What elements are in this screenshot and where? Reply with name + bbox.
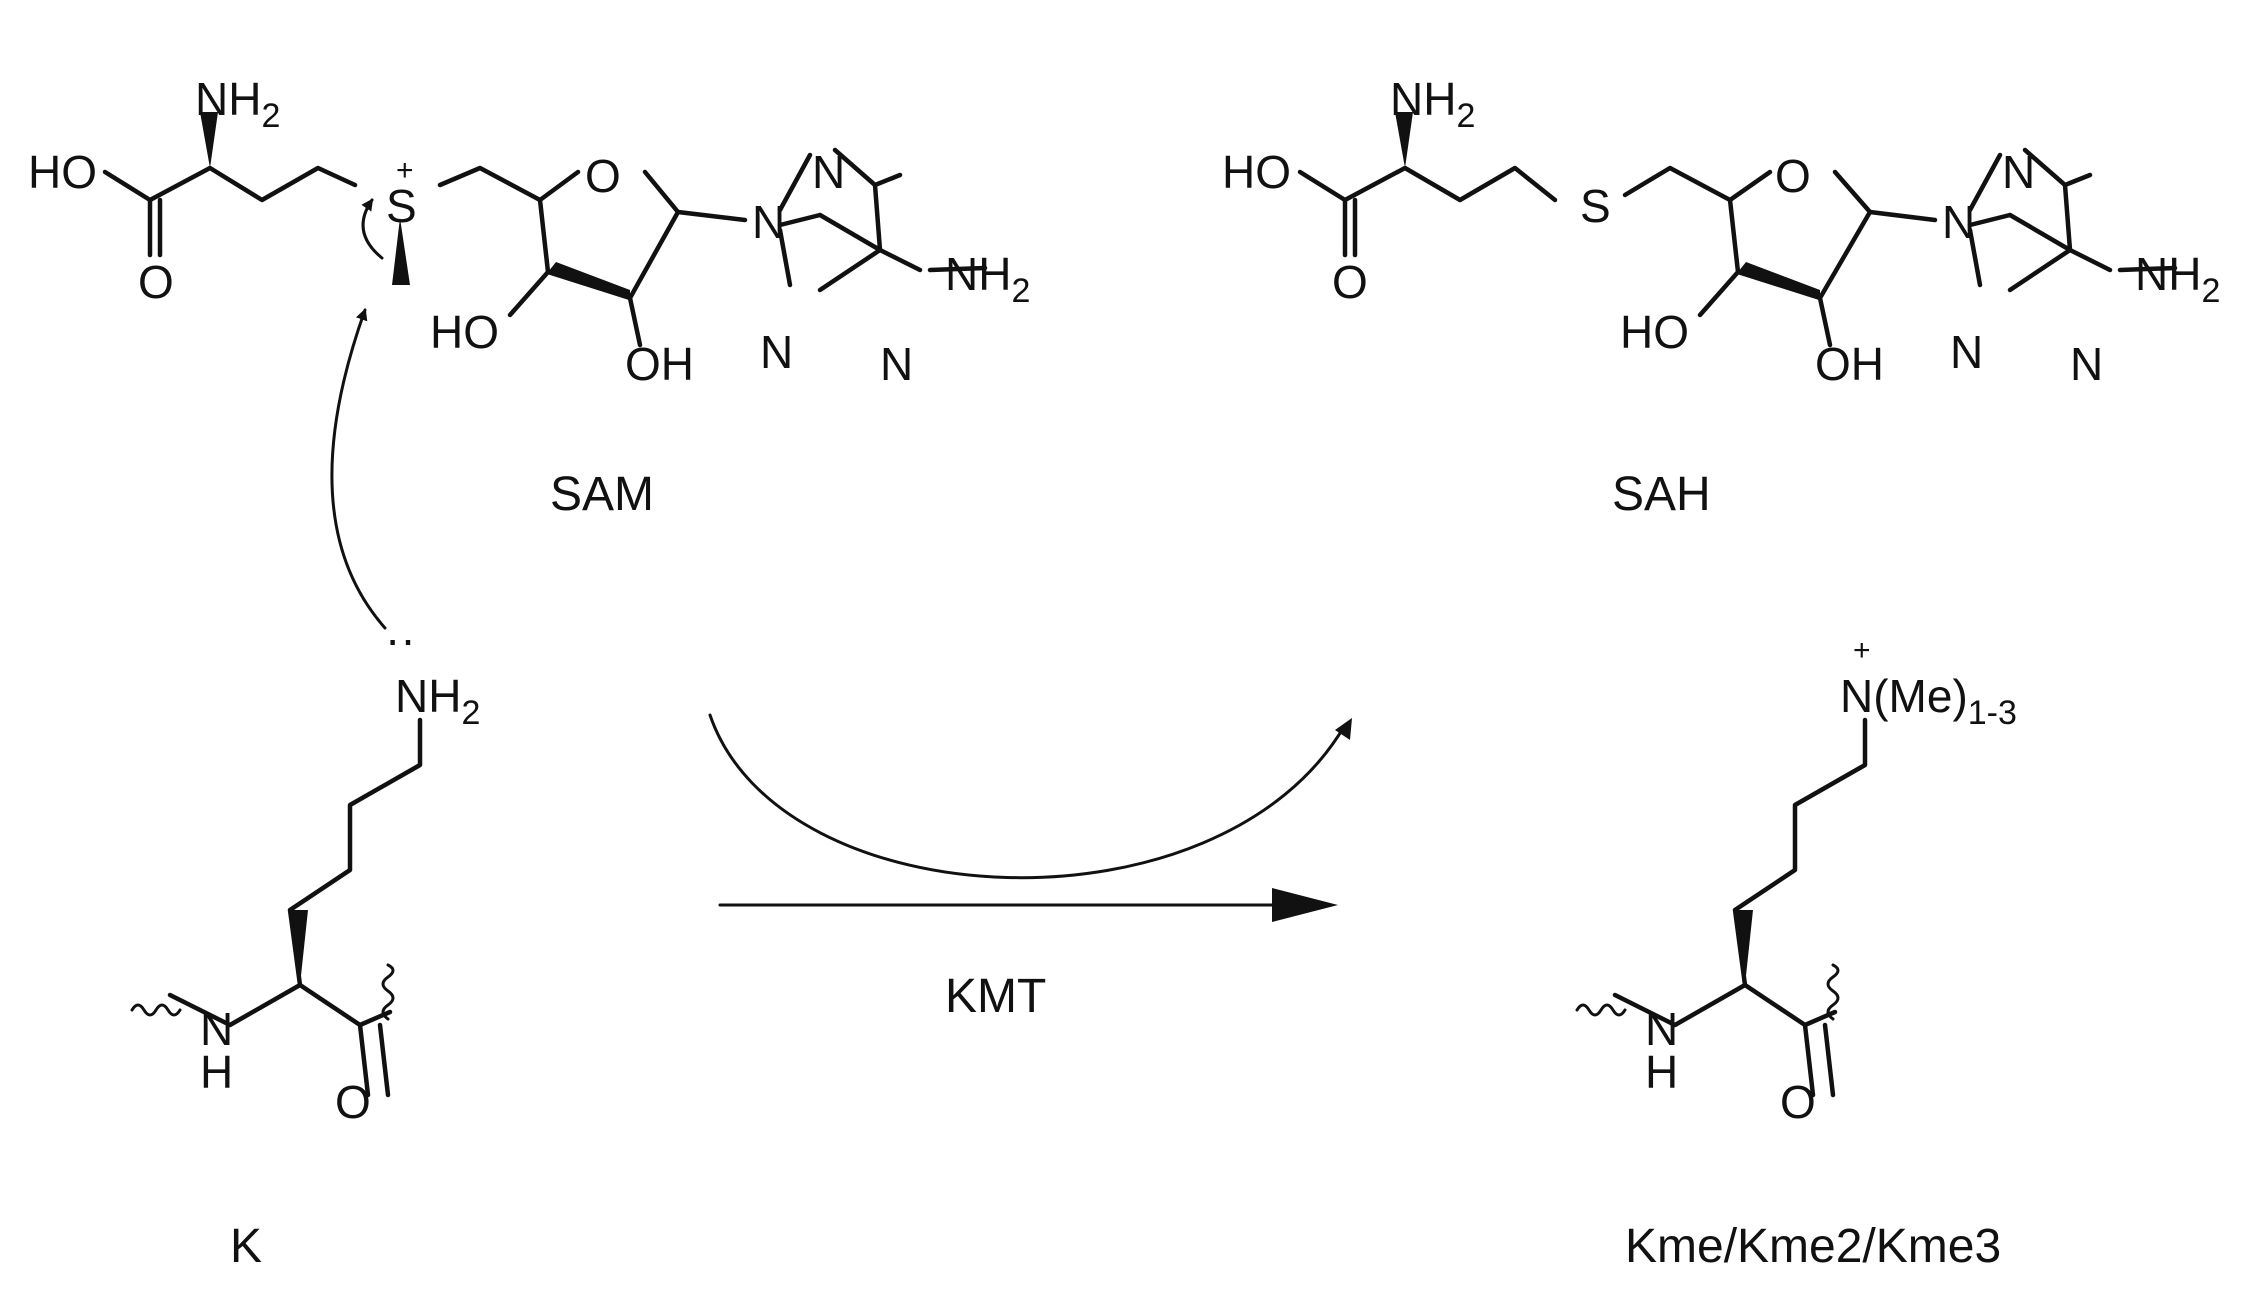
lysine-carbonyl-o: O: [335, 1076, 371, 1128]
sah-n2: N: [2002, 146, 2035, 198]
methyllysine-caption: Kme/Kme2/Kme3: [1625, 1220, 2001, 1273]
cofactor-arrow-head: [1335, 718, 1352, 740]
sam-ring-o: O: [585, 150, 621, 202]
enzyme-label: KMT: [945, 970, 1046, 1023]
lysine-lone-pair: ··: [385, 613, 416, 665]
sah-ho: HO: [1620, 306, 1689, 358]
sah-ring-o: O: [1775, 150, 1811, 202]
sah-n1: N: [1942, 196, 1975, 248]
reaction-arrows: KMT: [708, 713, 1352, 1023]
sah-amine: NH2: [1390, 73, 1475, 135]
sam-n1: N: [752, 196, 785, 248]
lysine-backbone-h: H: [200, 1046, 233, 1098]
sam-structure: [102, 112, 988, 348]
sah-n3: N: [1950, 326, 1983, 378]
methyllysine-carbonyl-o: O: [1780, 1076, 1816, 1128]
lysine-labels: ·· NH2 N H O K: [200, 613, 480, 1273]
main-arrow-head: [1272, 888, 1338, 922]
methyllysine-structure: [1575, 717, 1868, 1098]
sam-n2: N: [812, 146, 845, 198]
sam-labels: NH2 HO O S + O HO OH N N N N NH2 SAM: [28, 73, 1030, 521]
sah-labels: NH2 HO O S O HO OH N N N N NH2 SAH: [1222, 73, 2220, 521]
methyllysine-charge: +: [1853, 634, 1871, 667]
sah-structure: [1297, 112, 2178, 348]
lysine-structure: [130, 308, 423, 1098]
sah-oh: OH: [1815, 338, 1884, 390]
sam-sulfur: S: [386, 180, 417, 232]
sam-carbonyl-o: O: [138, 256, 174, 308]
sam-adenine-amine: NH2: [945, 248, 1030, 310]
lysine-caption: K: [230, 1220, 262, 1273]
sam-amine: NH2: [195, 73, 280, 135]
sah-adenine-amine: NH2: [2135, 248, 2220, 310]
sah-sulfur: S: [1580, 180, 1611, 232]
methyllysine-backbone-h: H: [1645, 1046, 1678, 1098]
methyllysine-amine: N(Me)1-3: [1840, 670, 2017, 732]
sam-caption: SAM: [550, 468, 654, 521]
sah-n4: N: [2070, 338, 2103, 390]
cofactor-curved-arrow: [708, 713, 1347, 880]
lysine-backbone-n: N: [200, 1003, 233, 1055]
sah-hydroxyl: HO: [1222, 146, 1291, 198]
sam-n4: N: [880, 338, 913, 390]
sah-caption: SAH: [1612, 468, 1711, 521]
sam-ho: HO: [430, 306, 499, 358]
methyllysine-backbone-n: N: [1645, 1003, 1678, 1055]
lysine-amine: NH2: [395, 670, 480, 732]
methyllysine-labels: + N(Me)1-3 N H O Kme/Kme2/Kme3: [1625, 634, 2017, 1273]
sah-carbonyl-o: O: [1332, 256, 1368, 308]
sam-hydroxyl: HO: [28, 146, 97, 198]
sam-n3: N: [760, 326, 793, 378]
sam-oh: OH: [625, 338, 694, 390]
sam-sulfur-charge: +: [396, 154, 414, 187]
